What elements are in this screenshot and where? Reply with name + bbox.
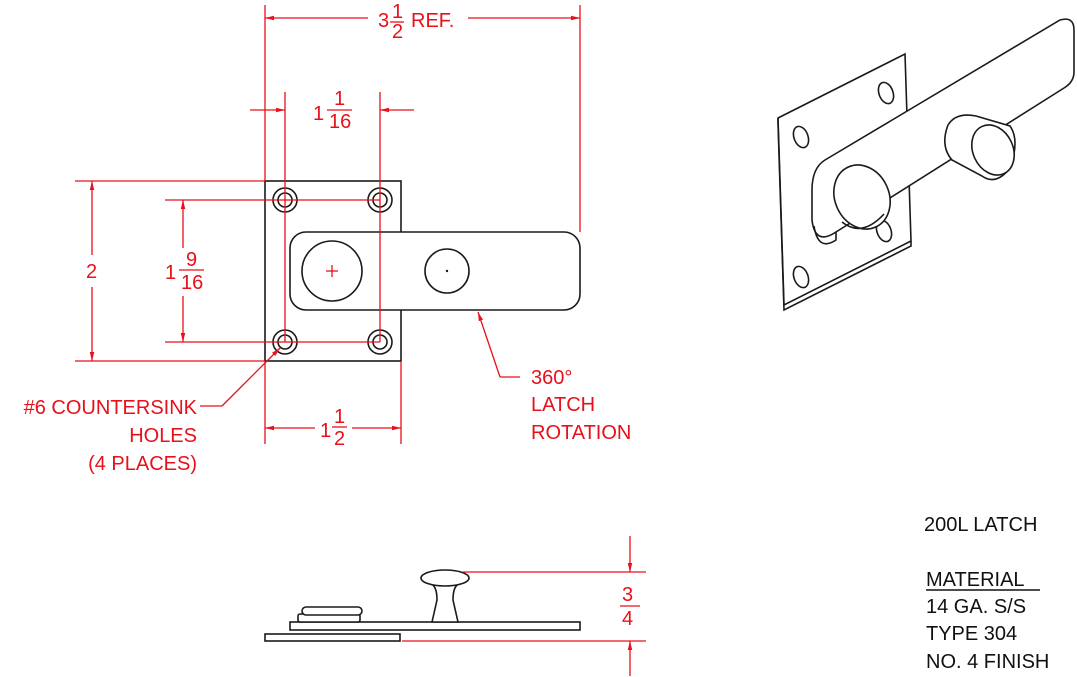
numerator: 1 — [334, 406, 345, 428]
numerator: 1 — [334, 88, 345, 110]
material-line: 14 GA. S/S — [926, 596, 1026, 618]
side-view: 3 4 — [264, 536, 646, 676]
dim-plate-width: 1 1 2 — [320, 406, 347, 450]
side-pivot-head — [301, 606, 363, 616]
latch-arm — [289, 231, 581, 311]
rotation-callout: 360° LATCH ROTATION — [531, 367, 631, 444]
material-line: NO. 4 FINISH — [926, 651, 1049, 673]
side-arm — [289, 621, 581, 631]
dim-hole-offset: 1 1 16 — [313, 88, 352, 133]
title-block: 200L LATCH MATERIAL 14 GA. S/S TYPE 304 … — [924, 514, 1049, 673]
whole-number: 1 — [165, 262, 176, 284]
side-knob-stem — [430, 584, 460, 623]
denominator: 2 — [334, 428, 345, 450]
pivot-head — [301, 240, 363, 302]
whole-number: 1 — [313, 103, 324, 125]
material-heading: MATERIAL — [926, 569, 1025, 591]
denominator: 2 — [392, 21, 403, 43]
suffix: REF. — [411, 10, 454, 32]
callout-line: #6 COUNTERSINK — [24, 397, 198, 419]
denominator: 16 — [181, 272, 203, 294]
knob-center — [445, 269, 449, 273]
material-line: TYPE 304 — [926, 623, 1017, 645]
callout-line: (4 PLACES) — [88, 453, 197, 475]
iso-pivot — [833, 164, 891, 230]
denominator: 16 — [329, 111, 351, 133]
callout-line: HOLES — [129, 425, 197, 447]
front-view — [264, 180, 581, 362]
dim-plate-height: 2 — [86, 261, 97, 283]
side-plate — [264, 633, 401, 642]
isometric-view — [777, 18, 1075, 312]
callout-line: LATCH — [531, 394, 595, 416]
dim-hole-spacing: 1 9 16 — [165, 249, 204, 294]
callout-line: 360° — [531, 367, 572, 389]
dimension-lines — [75, 5, 581, 444]
numerator: 9 — [186, 249, 197, 271]
dim-overall-width: 3 1 2 REF. — [378, 1, 454, 43]
part-name: 200L LATCH — [924, 514, 1037, 536]
latch-knob — [424, 248, 470, 294]
dim-side-numerator: 3 — [622, 584, 633, 606]
countersink-callout: #6 COUNTERSINK HOLES (4 PLACES) — [24, 397, 198, 475]
numerator: 1 — [392, 1, 403, 23]
callout-line: ROTATION — [531, 422, 631, 444]
whole-number: 3 — [378, 10, 389, 32]
dim-side-denominator: 4 — [622, 608, 633, 630]
side-knob-head — [420, 569, 470, 587]
whole-number: 1 — [320, 420, 331, 442]
